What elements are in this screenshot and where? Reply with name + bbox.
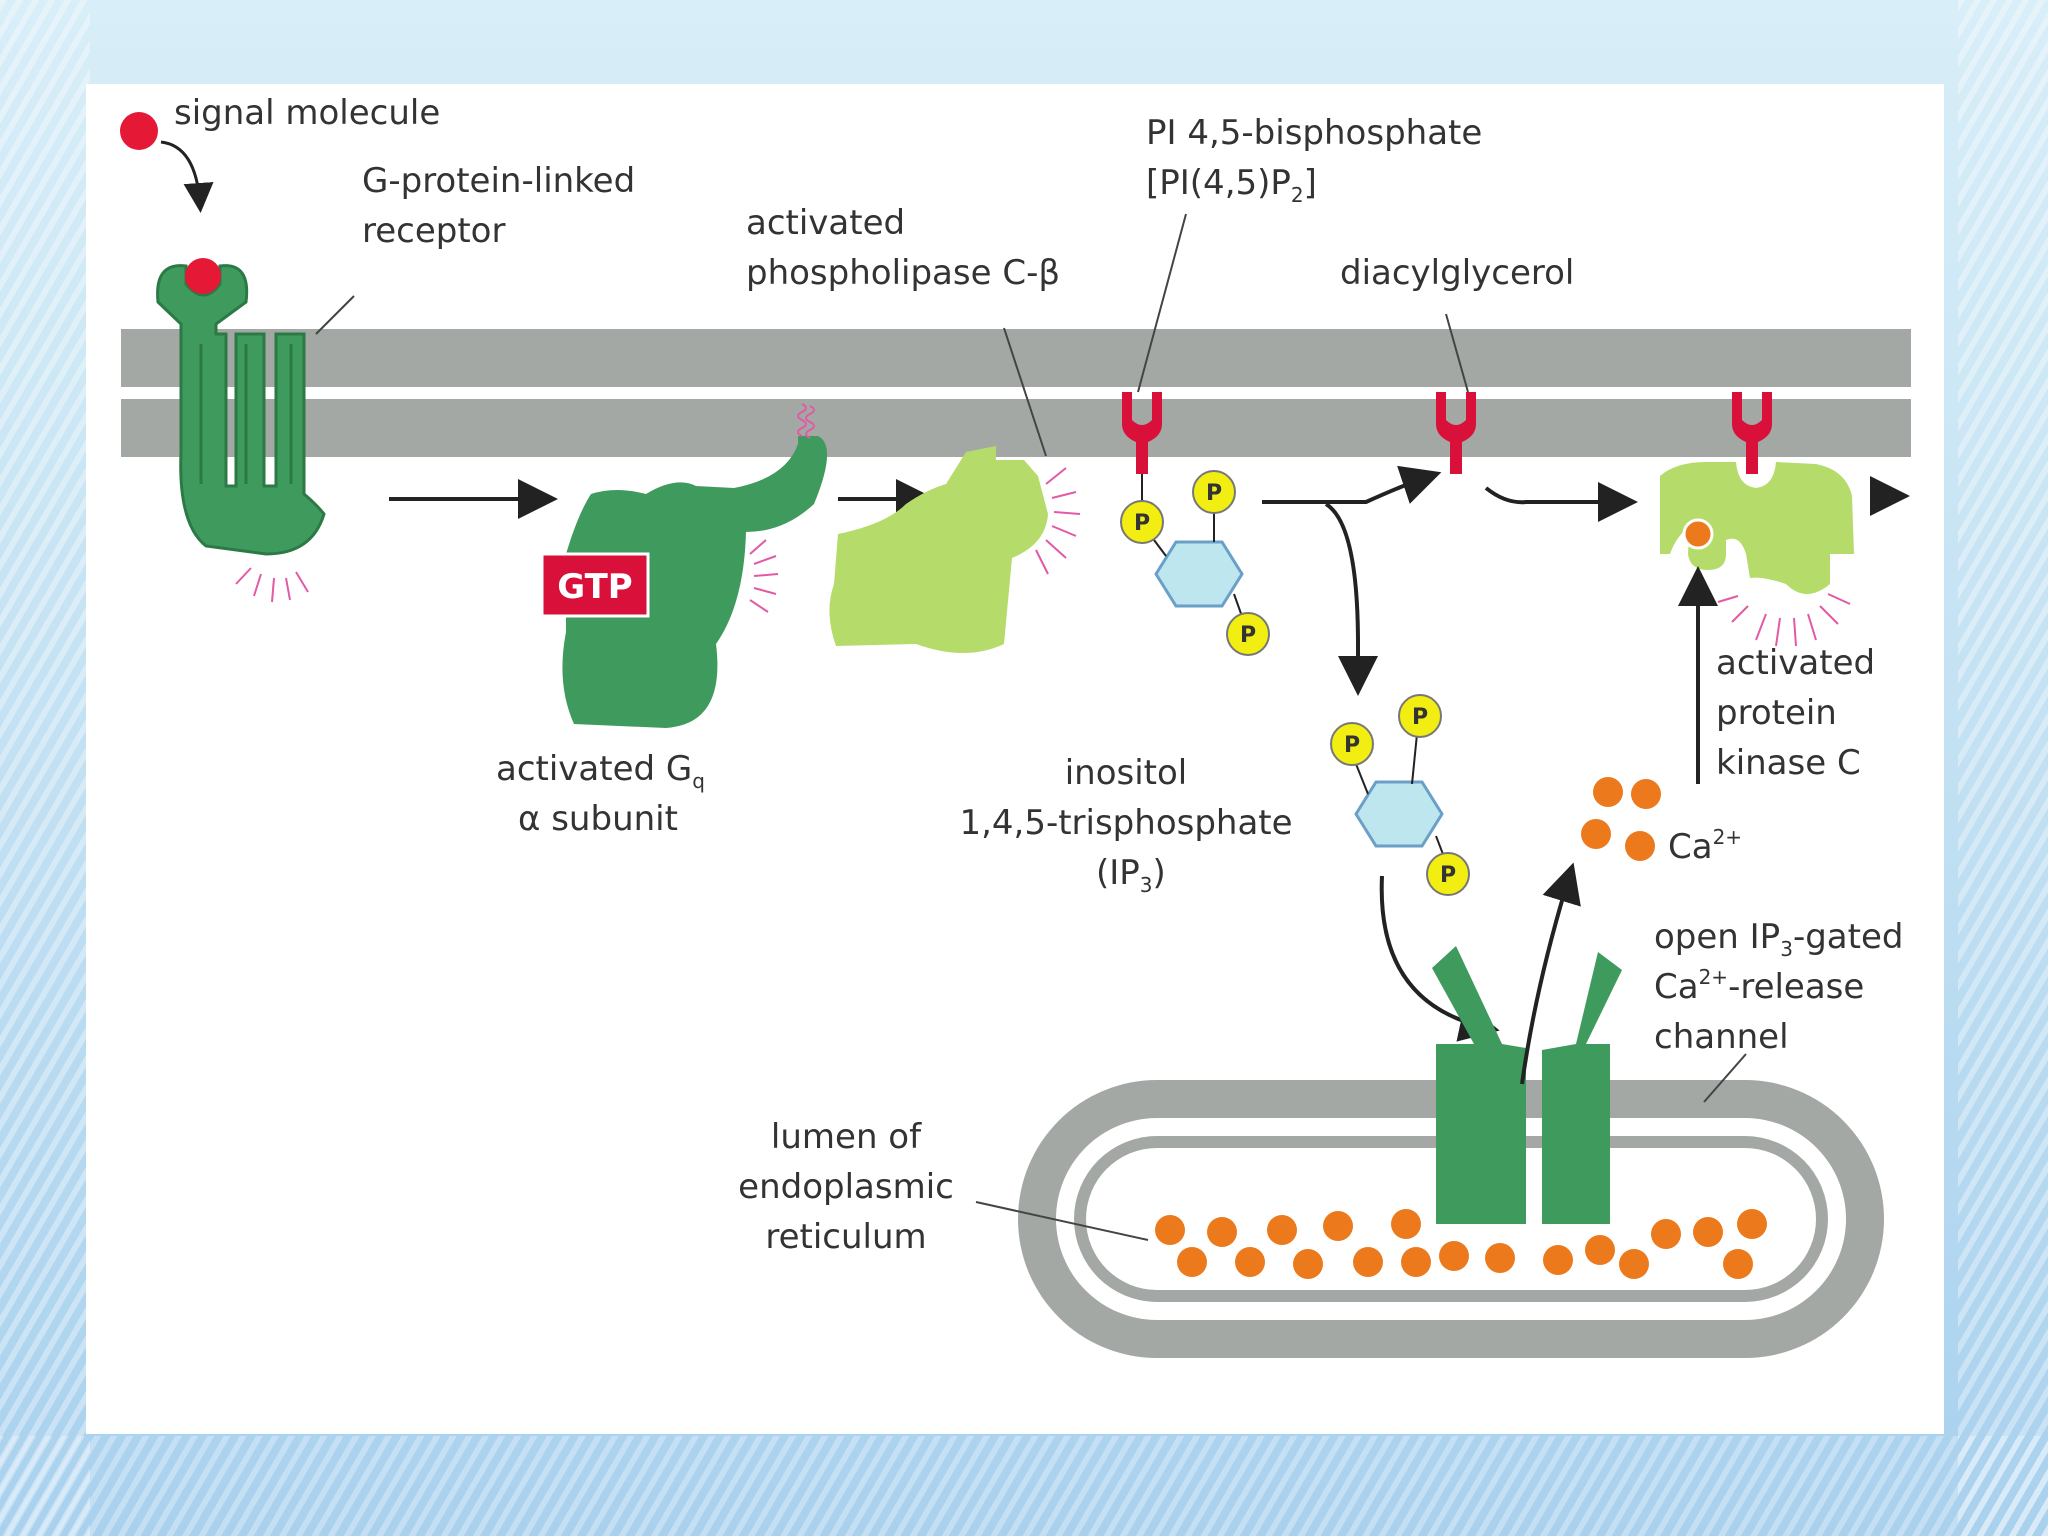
svg-text:P: P — [1134, 511, 1150, 536]
ip3-molecule: P P P — [1330, 694, 1470, 896]
ip3-label-line1: inositol — [1065, 753, 1188, 793]
lipid-anchor-squiggle — [797, 403, 815, 439]
svg-text:P: P — [1206, 481, 1222, 506]
dag-label: diacylglycerol — [1340, 253, 1574, 293]
ip3-label-line2: 1,4,5-trisphosphate — [959, 803, 1292, 843]
calcium-release-arrow — [1520, 862, 1581, 1085]
pip2-phosphates: P P P — [1120, 470, 1270, 656]
signal-molecule-icon — [120, 112, 158, 150]
label-leader-lines — [315, 213, 1747, 1241]
channel-label-line2: Ca2+-release — [1654, 965, 1864, 1007]
g-protein-linked-receptor — [156, 264, 326, 556]
svg-text:P: P — [1240, 623, 1256, 648]
pip2-label-line1: PI 4,5-bisphosphate — [1146, 113, 1482, 153]
gq-activation-glow — [749, 539, 779, 613]
svg-text:P: P — [1344, 733, 1360, 758]
er-calcium-ions — [1155, 1209, 1767, 1279]
svg-text:P: P — [1412, 705, 1428, 730]
diacylglycerol-molecule — [1436, 392, 1476, 474]
released-calcium-ions — [1581, 777, 1661, 861]
phospholipase-c-beta — [829, 446, 1048, 653]
gq-label-line1: activated Gq — [496, 749, 705, 793]
background-stripes-bottom — [0, 1436, 2048, 1536]
arrow-to-ip3 — [1324, 502, 1378, 696]
plasma-membrane — [121, 329, 1911, 457]
er-label-line3: reticulum — [765, 1217, 926, 1257]
bound-signal-molecule — [185, 258, 221, 294]
background-stripes-right — [1958, 0, 2048, 1536]
gq-label-line2: α subunit — [518, 799, 678, 839]
ip3-gated-calcium-channel — [1432, 946, 1622, 1224]
gtp-badge: GTP — [540, 552, 650, 618]
er-label-line1: lumen of — [771, 1117, 922, 1157]
binding-arrow — [160, 140, 214, 213]
plc-label-line1: activated — [746, 203, 905, 243]
signaling-pathway-diagram: GTP P P P — [86, 84, 1944, 1434]
arrow-to-dag — [1262, 465, 1442, 504]
gq-alpha-subunit — [562, 436, 828, 728]
protein-kinase-c — [1660, 392, 1854, 594]
channel-label-line1: open IP3-gated — [1654, 917, 1903, 961]
arrow-to-pkc — [1484, 482, 1638, 522]
plc-label-line2: phospholipase C-β — [746, 253, 1060, 293]
ip3-label-line3: (IP3) — [1096, 853, 1166, 897]
background-stripes-left — [0, 0, 90, 1536]
gpcr-label-line1: G-protein-linked — [362, 161, 635, 201]
pkc-label-line3: kinase C — [1716, 743, 1861, 783]
pkc-label-line1: activated — [1716, 643, 1875, 683]
pkc-label-line2: protein — [1716, 693, 1837, 733]
activation-glow — [235, 567, 309, 603]
gpcr-label-line2: receptor — [362, 211, 505, 251]
pip2-label-line2: [PI(4,5)P2] — [1146, 163, 1317, 207]
signal-molecule-label: signal molecule — [174, 93, 440, 133]
er-label-line2: endoplasmic — [738, 1167, 954, 1207]
svg-text:P: P — [1440, 863, 1456, 888]
plc-activation-glow — [1035, 467, 1081, 575]
calcium-label: Ca2+ — [1668, 825, 1742, 867]
gtp-label: GTP — [557, 567, 632, 607]
channel-label-line3: channel — [1654, 1017, 1789, 1057]
pkc-activation-glow — [1717, 593, 1851, 647]
